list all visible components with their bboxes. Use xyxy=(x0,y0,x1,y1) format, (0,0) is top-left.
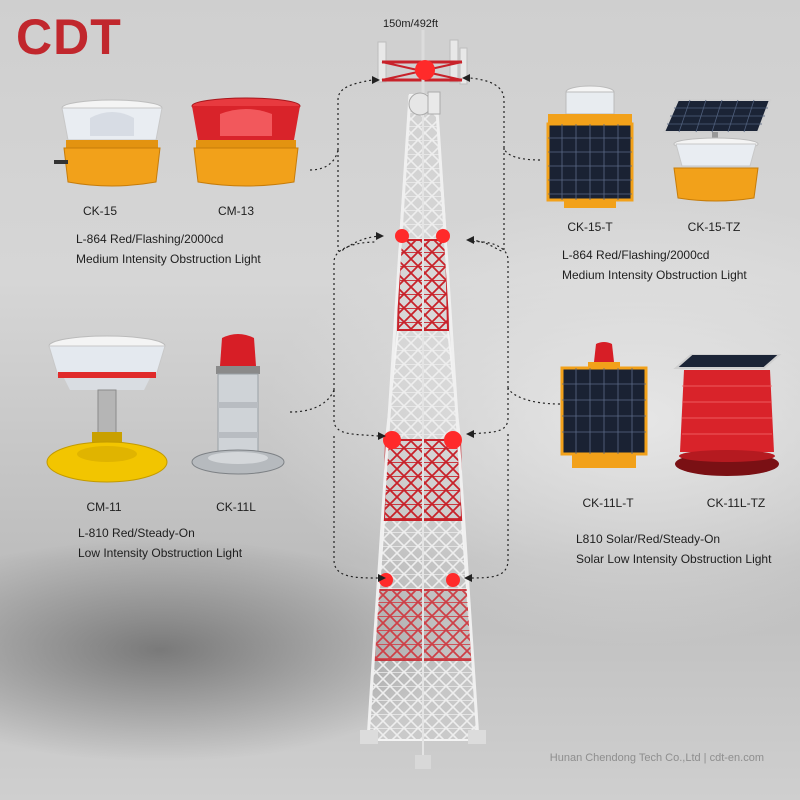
spec-text-bottom-left: L-810 Red/Steady-On xyxy=(78,526,195,540)
type-text-top-left: Medium Intensity Obstruction Light xyxy=(76,252,261,266)
ck-11l-light-image xyxy=(191,334,285,475)
spec-text-top-left: L-864 Red/Flashing/2000cd xyxy=(76,232,224,246)
ck-11l-tz-light-image xyxy=(673,354,782,476)
product-label-ck-15-t: CK-15-T xyxy=(567,220,613,234)
cdt-logo: CDT xyxy=(16,9,122,65)
cm-11-light-image xyxy=(46,335,168,483)
lattice-tower xyxy=(360,30,486,769)
ck-15-light-image xyxy=(54,99,163,187)
product-label-ck-11l: CK-11L xyxy=(216,500,256,514)
product-label-ck-11l-tz: CK-11L-TZ xyxy=(706,496,766,510)
spec-text-bottom-right: L810 Solar/Red/Steady-On xyxy=(576,532,721,546)
svg-text:CDT: CDT xyxy=(16,9,122,65)
ck-15-t-light-image xyxy=(546,85,634,208)
company-footer: Hunan Chendong Tech Co.,Ltd | cdt-en.com xyxy=(549,752,764,764)
spec-text-top-right: L-864 Red/Flashing/2000cd xyxy=(562,248,710,262)
tower-height-label: 150m/492ft xyxy=(383,18,439,30)
product-label-ck-15: CK-15 xyxy=(82,204,118,218)
product-label-cm-13: CM-13 xyxy=(217,204,255,218)
ck-15-tz-light-image xyxy=(662,99,772,202)
type-text-top-right: Medium Intensity Obstruction Light xyxy=(562,268,747,282)
product-label-cm-11: CM-11 xyxy=(86,500,122,514)
product-label-ck-15-tz: CK-15-TZ xyxy=(687,220,741,234)
cm-13-light-image xyxy=(191,97,301,187)
type-text-bottom-right: Solar Low Intensity Obstruction Light xyxy=(576,552,772,566)
product-label-ck-11l-t: CK-11L-T xyxy=(582,496,634,510)
ck-11l-t-light-image xyxy=(560,342,648,468)
type-text-bottom-left: Low Intensity Obstruction Light xyxy=(78,546,243,560)
